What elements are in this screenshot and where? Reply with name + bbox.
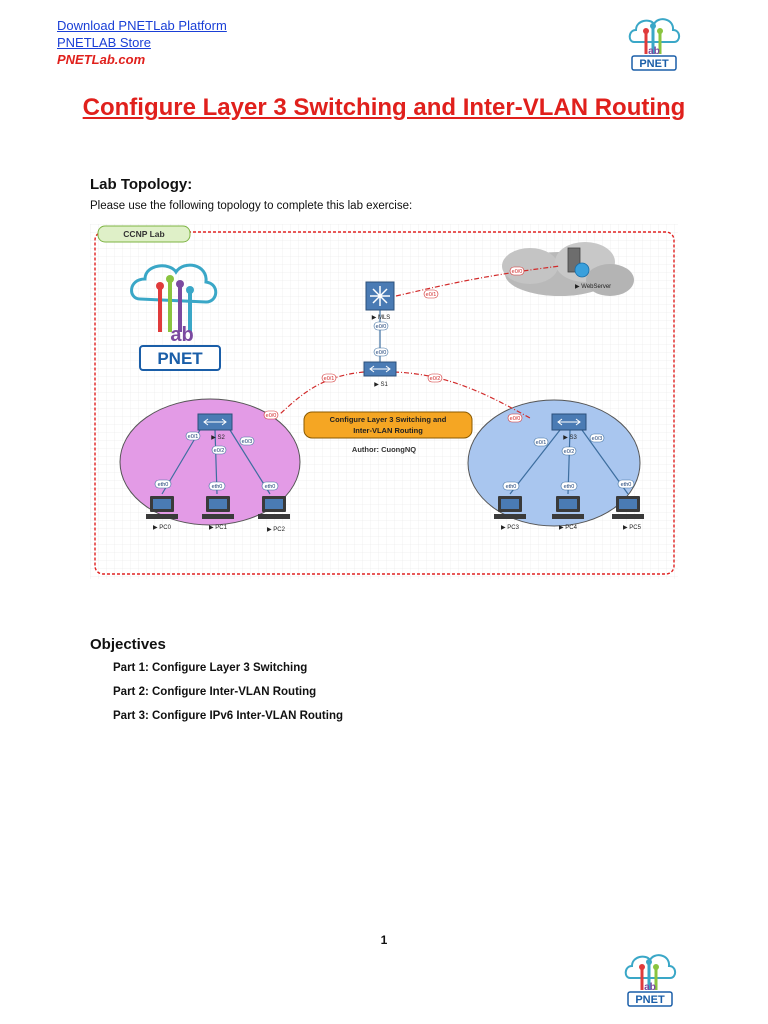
lab-topology-heading: Lab Topology:: [90, 176, 193, 193]
port-pc4-eth: eth0: [564, 484, 575, 490]
port-s1-mls: e0/0: [376, 350, 387, 356]
port-pc5-eth: eth0: [621, 482, 632, 488]
download-link[interactable]: Download PNETLab Platform: [57, 18, 227, 33]
port-s3-a: e0/1: [536, 440, 547, 446]
objectives-heading: Objectives: [90, 636, 166, 653]
port-pc1-eth: eth0: [212, 484, 223, 490]
s3-label: ▶ S3: [563, 435, 577, 441]
logo-lab-text: ab: [648, 46, 660, 57]
lab-topology-intro: Please use the following topology to com…: [90, 200, 413, 212]
webserver-label: ▶ WebServer: [575, 284, 611, 290]
s2-switch-icon[interactable]: [197, 413, 233, 431]
lab-frame: [94, 231, 675, 575]
logo-text: PNET: [639, 58, 669, 70]
port-s2-b: e0/2: [214, 448, 225, 454]
page-number: 1: [380, 933, 388, 947]
objective-item: Part 1: Configure Layer 3 Switching: [113, 662, 308, 674]
pnet-footer-logo: ab PNET: [624, 954, 677, 1007]
link-mls-web: [395, 265, 561, 297]
objective-item: Part 2: Configure Inter-VLAN Routing: [113, 686, 317, 698]
pnet-diagram-logo: ab PNET: [130, 263, 221, 371]
pc4-label: ▶ PC4: [559, 525, 578, 531]
footer-logo-text: PNET: [635, 994, 665, 1006]
pc0-label: ▶ PC0: [153, 525, 172, 531]
site-name: PNETLab.com: [57, 52, 146, 67]
diagram-logo-text: PNET: [157, 349, 203, 368]
webserver-icon[interactable]: [567, 247, 590, 278]
port-s2-a: e0/1: [188, 434, 199, 440]
pnet-logo: ab PNET: [628, 18, 681, 71]
lab-banner: [303, 411, 473, 439]
page-title: Configure Layer 3 Switching and Inter-VL…: [82, 94, 686, 121]
port-pc2-eth: eth0: [265, 484, 276, 490]
banner-line1: Configure Layer 3 Switching and: [330, 415, 447, 424]
mls-label: ▶ MLS: [372, 315, 391, 321]
vlan-area-left: [119, 398, 301, 526]
pc1-label: ▶ PC1: [209, 525, 228, 531]
pc3-label: ▶ PC3: [501, 525, 520, 531]
port-s3-c: e0/3: [592, 436, 603, 442]
s3-switch-icon[interactable]: [551, 413, 587, 431]
diagram-logo-lab-text: ab: [170, 324, 193, 346]
port-web: e0/0: [512, 269, 523, 275]
port-s3-up: e0/0: [510, 416, 521, 422]
port-s3-b: e0/2: [564, 449, 575, 455]
author-label: Author: CuongNQ: [352, 445, 416, 454]
s2-label: ▶ S2: [211, 435, 225, 441]
pc2-label: ▶ PC2: [267, 527, 286, 533]
port-s1-s3: e0/2: [430, 376, 441, 382]
vlan-area-right: [467, 399, 641, 527]
port-s1-s2: e0/1: [324, 376, 335, 382]
topology-diagram: CCNP Lab ab PNET: [90, 224, 678, 579]
port-mls-s1: e0/0: [376, 324, 387, 330]
objective-item: Part 3: Configure IPv6 Inter-VLAN Routin…: [113, 710, 344, 722]
store-link[interactable]: PNETLAB Store: [57, 35, 151, 50]
footer-logo-lab-text: ab: [644, 982, 656, 993]
port-mls-web: e0/1: [426, 292, 437, 298]
pc5-label: ▶ PC5: [623, 525, 642, 531]
mls-switch-icon[interactable]: [365, 281, 395, 311]
ccnp-lab-tab-label: CCNP Lab: [123, 229, 164, 239]
s1-switch-icon[interactable]: [363, 361, 397, 377]
banner-line2: Inter-VLAN Routing: [353, 426, 423, 435]
port-s2-c: e0/3: [242, 439, 253, 445]
link-s1-s2: [279, 371, 365, 415]
port-s2-up: e0/0: [266, 413, 277, 419]
port-pc0-eth: eth0: [158, 482, 169, 488]
port-pc3-eth: eth0: [506, 484, 517, 490]
s1-label: ▶ S1: [374, 382, 388, 388]
ccnp-lab-tab: [97, 225, 191, 243]
